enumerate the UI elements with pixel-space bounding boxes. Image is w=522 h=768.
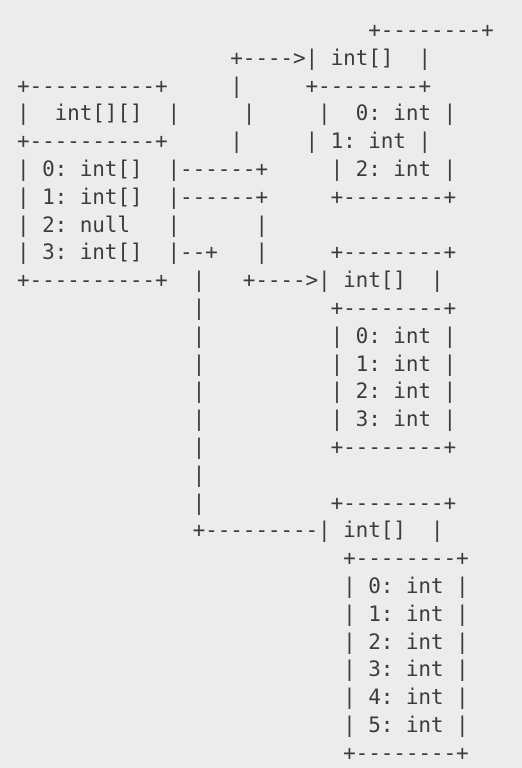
diagram-line: | | 3: int | [17,407,457,432]
diagram-line: | +--------+ [17,490,457,515]
diagram-line: | | 0: int | [17,323,457,348]
diagram-line: | 3: int | [17,657,469,682]
diagram-line: +---->| int[] | [17,45,431,70]
diagram-line: | +--------+ [17,295,457,320]
diagram-line: +----------+ | +--------+ [17,73,431,98]
diagram-line: | 0: int | [17,573,469,598]
diagram-line: | | 2: int | [17,379,457,404]
diagram-line: +--------+ [17,18,494,42]
diagram-line: | | 1: int | [17,351,457,376]
diagram-line: | 0: int[] |------+ | 2: int | [17,156,457,181]
diagram-line: | [17,462,206,487]
diagram-line: +----------+ | | 1: int | [17,129,431,154]
ascii-array-diagram: +--------+ +---->| int[] | +----------+ |… [17,17,494,768]
diagram-line: | 1: int[] |------+ +--------+ [17,184,457,209]
diagram-line: +--------+ [17,740,469,765]
diagram-line: | 3: int[] |--+ | +--------+ [17,240,457,265]
diagram-line: | 2: null | | [17,212,268,237]
diagram-line: | 5: int | [17,712,469,737]
diagram-line: | 2: int | [17,629,469,654]
diagram-line: +---------| int[] | [17,518,444,543]
diagram-line: | 1: int | [17,601,469,626]
diagram-line: | int[][] | | | 0: int | [17,101,457,126]
diagram-line: +--------+ [17,546,469,571]
diagram-line: | +--------+ [17,434,457,459]
diagram-line: +----------+ | +---->| int[] | [17,268,444,293]
diagram-line: | 4: int | [17,685,469,710]
